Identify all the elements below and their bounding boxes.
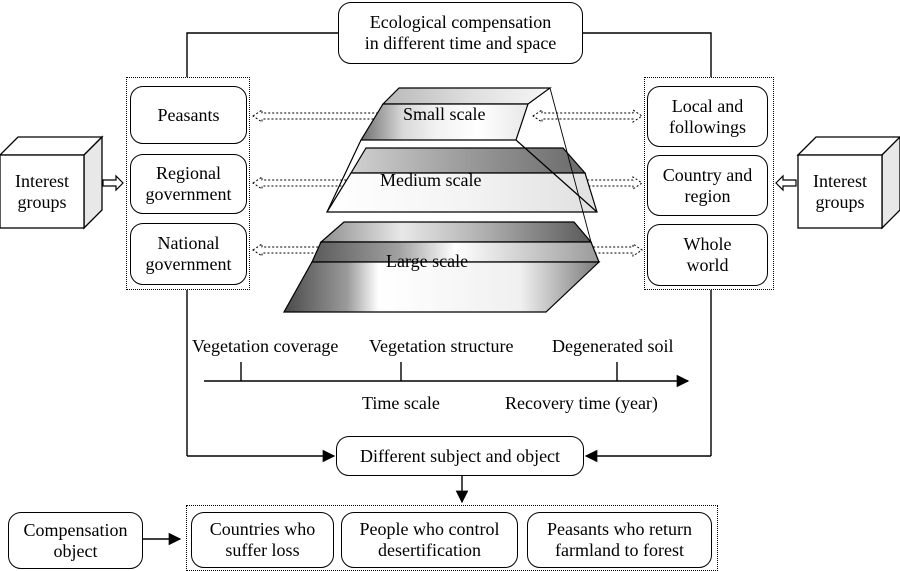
medium-left-arrow — [252, 176, 383, 190]
small-left-arrow — [252, 109, 395, 123]
bottom-item-people: People who control desertification — [341, 512, 518, 568]
right-item-country: Country and region — [647, 155, 768, 216]
tick-label-degenerated-soil: Degenerated soil — [552, 336, 674, 356]
right-item-local: Local and followings — [647, 86, 768, 147]
ecological-compensation-box: Ecological compensation in different tim… — [338, 2, 583, 64]
compensation-object-box: Compensation object — [8, 512, 143, 569]
large-front-face — [282, 261, 601, 313]
top-left-connector — [186, 32, 338, 77]
medium-scale-label: Medium scale — [380, 170, 482, 190]
small-scale-label: Small scale — [403, 104, 486, 124]
left-interest-groups-label: Interest groups — [15, 171, 69, 212]
right-interest-groups-label: Interest groups — [813, 171, 867, 212]
large-top-face — [319, 221, 593, 243]
right-interest-arrow — [775, 174, 797, 192]
bottom-item-peasants: Peasants who return farmland to forest — [527, 512, 712, 568]
left-group-frame — [126, 77, 250, 290]
left-item-regional-government: Regional government — [130, 154, 247, 214]
left-item-peasants: Peasants — [130, 86, 247, 144]
different-subject-object-box: Different subject and object — [336, 436, 584, 476]
left-interest-cube — [0, 135, 104, 230]
small-right-arrow — [532, 109, 643, 123]
left-item-national-government: National government — [130, 223, 247, 285]
scale-pyramid — [282, 87, 601, 313]
right-item-world: Whole world — [647, 224, 768, 286]
left-interest-arrow — [102, 174, 124, 192]
timeline — [204, 362, 690, 388]
large-scale-label: Large scale — [386, 251, 469, 271]
right-interest-cube — [796, 136, 900, 230]
tick-label-vegetation-structure: Vegetation structure — [369, 336, 514, 356]
top-right-connector — [583, 32, 712, 77]
bottom-item-countries: Countries who suffer loss — [191, 512, 334, 568]
time-scale-label: Time scale — [362, 393, 440, 413]
recovery-time-label: Recovery time (year) — [505, 393, 658, 413]
small-top-face — [381, 87, 552, 105]
right-group-frame — [644, 77, 774, 290]
tick-label-vegetation-coverage: Vegetation coverage — [192, 336, 339, 356]
